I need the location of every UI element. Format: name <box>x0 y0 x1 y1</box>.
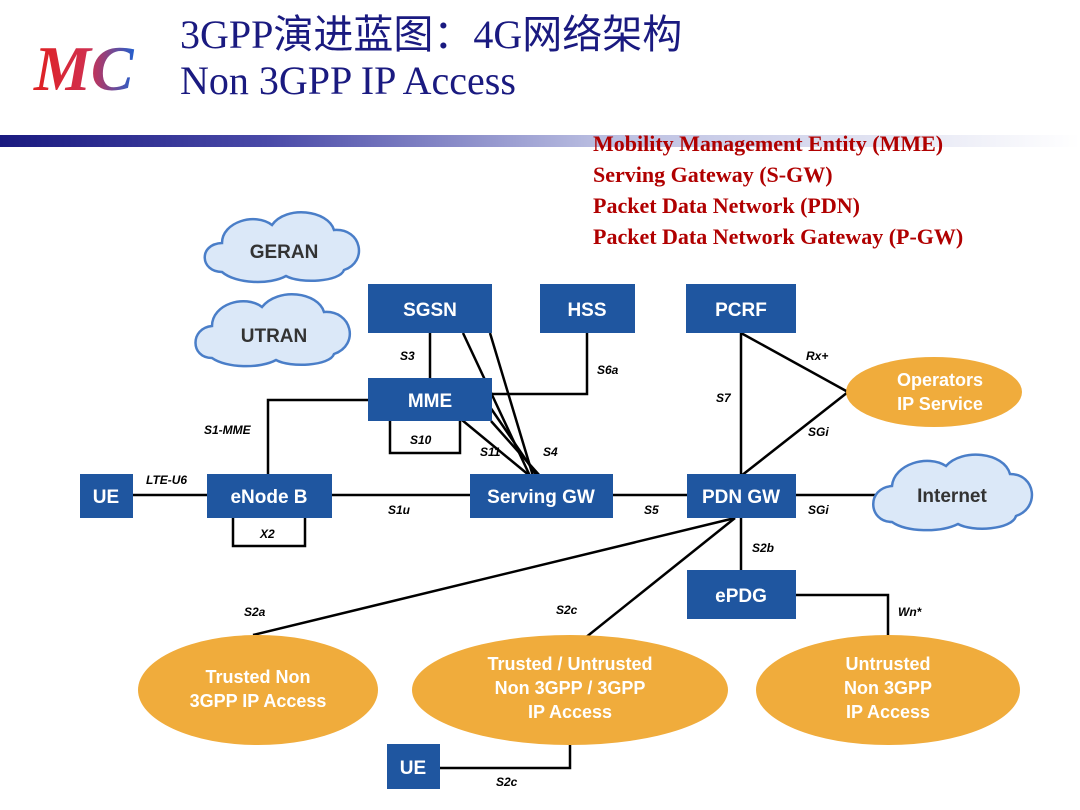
label-s3: S3 <box>400 349 415 363</box>
link-sgsn-mme-diag <box>488 332 535 477</box>
cloud-geran: GERAN <box>203 211 361 284</box>
link-extra-diag <box>490 420 541 477</box>
label-s2c-bottom: S2c <box>496 775 518 789</box>
oval-trusted-untrusted: Trusted / Untrusted Non 3GPP / 3GPP IP A… <box>412 635 728 745</box>
title-line-1: 3GPP演进蓝图：4G网络架构 <box>180 12 683 57</box>
node-sgsn: SGSN <box>368 284 492 333</box>
node-pdn-gw-label: PDN GW <box>702 487 780 508</box>
node-serving-gw: Serving GW <box>470 474 613 518</box>
label-s5: S5 <box>644 503 659 517</box>
oval-untrusted-line-1: Untrusted <box>846 654 931 674</box>
oval-untrusted-line-2: Non 3GPP <box>844 678 932 698</box>
label-x2: X2 <box>259 527 275 541</box>
cloud-internet: Internet <box>872 453 1033 532</box>
node-ue: UE <box>80 474 133 518</box>
cloud-utran-label: UTRAN <box>241 326 308 347</box>
connection-lines <box>133 331 890 770</box>
node-epdg-label: ePDG <box>715 586 767 607</box>
label-sgi-top: SGi <box>808 425 829 439</box>
definition-sgw: Serving Gateway (S-GW) <box>593 162 833 187</box>
cloud-internet-label: Internet <box>917 486 987 507</box>
definitions-list: Mobility Management Entity (MME) Serving… <box>593 128 963 252</box>
title-divider <box>0 135 1080 147</box>
cloud-utran: UTRAN <box>194 293 352 368</box>
oval-trusted-untrusted-line-3: IP Access <box>528 702 612 722</box>
node-ue-bottom: UE <box>387 744 440 789</box>
node-enodeb: eNode B <box>207 474 332 518</box>
link-x2-loop <box>231 518 307 548</box>
definition-pdn: Packet Data Network (PDN) <box>593 193 860 218</box>
oval-untrusted-non-3gpp: Untrusted Non 3GPP IP Access <box>756 635 1020 745</box>
oval-trusted-line-2: 3GPP IP Access <box>190 691 327 711</box>
oval-trusted-untrusted-line-2: Non 3GPP / 3GPP <box>495 678 646 698</box>
link-mme-sgw-s11 <box>461 419 531 477</box>
oval-operators-line-2: IP Service <box>897 394 983 414</box>
cloud-geran-label: GERAN <box>250 242 319 263</box>
link-epdg-untrusted <box>796 593 890 640</box>
label-s2b: S2b <box>752 541 774 555</box>
link-pgw-operators <box>740 391 849 477</box>
label-s2c: S2c <box>556 603 578 617</box>
definition-pgw: Packet Data Network Gateway (P-GW) <box>593 224 964 249</box>
label-s2a: S2a <box>244 605 266 619</box>
definition-mme: Mobility Management Entity (MME) <box>593 131 944 156</box>
label-lte-u6: LTE-U6 <box>146 473 187 487</box>
node-mme-label: MME <box>408 391 452 412</box>
label-s1u: S1u <box>388 503 411 517</box>
interface-labels: S3 S6a Rx+ S7 SGi S1-MME S10 S11 S4 LTE-… <box>146 349 923 789</box>
title-line-2: Non 3GPP IP Access <box>180 58 516 103</box>
label-sgi-internet: SGi <box>808 503 829 517</box>
label-rx: Rx+ <box>806 349 828 363</box>
link-s10-loop <box>388 420 462 455</box>
oval-trusted-non-3gpp: Trusted Non 3GPP IP Access <box>138 635 378 745</box>
node-serving-gw-label: Serving GW <box>487 487 595 508</box>
label-s4: S4 <box>543 445 558 459</box>
link-pgw-trusted-untrusted-s2c <box>584 517 736 639</box>
label-s6a: S6a <box>597 363 619 377</box>
link-pcrf-operators <box>740 331 849 394</box>
node-pdn-gw: PDN GW <box>687 474 796 518</box>
node-hss-label: HSS <box>567 300 606 321</box>
label-s10: S10 <box>410 433 432 447</box>
mc-logo: MC <box>33 33 135 104</box>
oval-operators-line-1: Operators <box>897 370 983 390</box>
node-enodeb-label: eNode B <box>230 487 307 508</box>
logo-text: MC <box>33 33 135 104</box>
node-epdg: ePDG <box>687 570 796 619</box>
node-ue-label: UE <box>93 487 119 508</box>
node-sgsn-label: SGSN <box>403 300 457 321</box>
node-mme: MME <box>368 378 492 421</box>
page-title: 3GPP演进蓝图：4G网络架构 Non 3GPP IP Access <box>180 12 682 104</box>
label-s11: S11 <box>480 445 501 459</box>
label-wn: Wn* <box>898 605 923 619</box>
node-pcrf-label: PCRF <box>715 300 767 321</box>
link-mme-enodeb <box>266 398 368 476</box>
label-s1-mme: S1-MME <box>204 423 252 437</box>
node-ue-bottom-label: UE <box>400 758 426 779</box>
oval-operators-ip-service: Operators IP Service <box>846 357 1022 427</box>
oval-untrusted-line-3: IP Access <box>846 702 930 722</box>
link-ue-bottom-s2c <box>440 735 572 770</box>
link-hss-mme <box>492 333 589 396</box>
oval-trusted-line-1: Trusted Non <box>205 667 310 687</box>
node-pcrf: PCRF <box>686 284 796 333</box>
label-s7: S7 <box>716 391 732 405</box>
oval-trusted-untrusted-line-1: Trusted / Untrusted <box>487 654 652 674</box>
link-pgw-trusted-s2a <box>252 516 736 637</box>
node-hss: HSS <box>540 284 635 333</box>
